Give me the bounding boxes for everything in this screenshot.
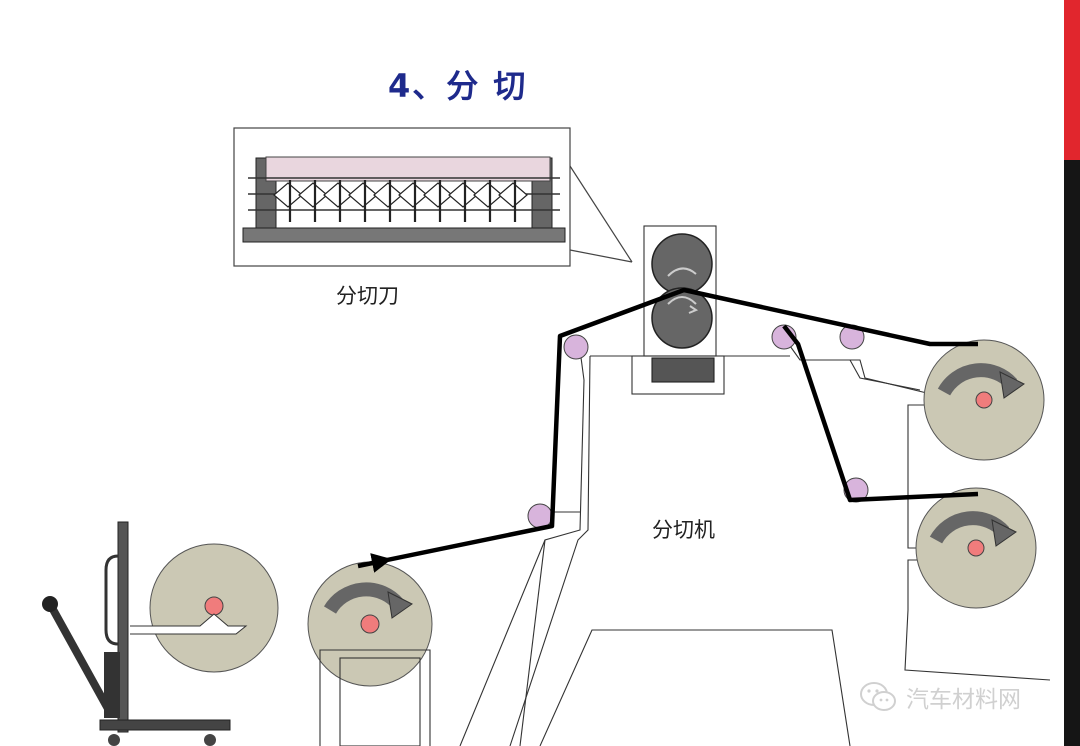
machine-label: 分切机 [652,518,715,542]
watermark-text: 汽车材料网 [906,687,1021,713]
knife-label: 分切刀 [336,284,399,308]
rewind-roll-lower [915,487,1037,609]
web-to-upper-rewind [357,287,978,569]
unwind-roll [307,561,433,746]
callout-line [569,249,633,263]
guide-roller [563,334,589,360]
web-to-lower-rewind [782,324,979,503]
guide-roller [527,503,553,529]
spare-roll [130,543,279,673]
accent-dark-segment [1064,160,1080,746]
knife-blades [273,182,528,208]
knife-base [242,227,566,243]
lower-nip-roller [651,287,713,349]
watermark: 汽车材料网 [858,680,1021,714]
rewind-roll-upper [923,339,1045,461]
roll-cart [42,521,231,746]
machine-frame [459,225,1051,746]
knife-shaft [265,156,551,182]
slitting-knife-inset [233,127,633,267]
slide-accent-bar [1064,0,1080,746]
feed-arrow [361,553,392,573]
wechat-icon [860,682,896,711]
upper-nip-roller [651,233,713,295]
callout-line [569,165,633,263]
page-title: 4、分 切 [388,67,528,105]
web-path [357,287,979,569]
accent-red-segment [1064,0,1080,160]
nip-rollers [651,233,713,349]
